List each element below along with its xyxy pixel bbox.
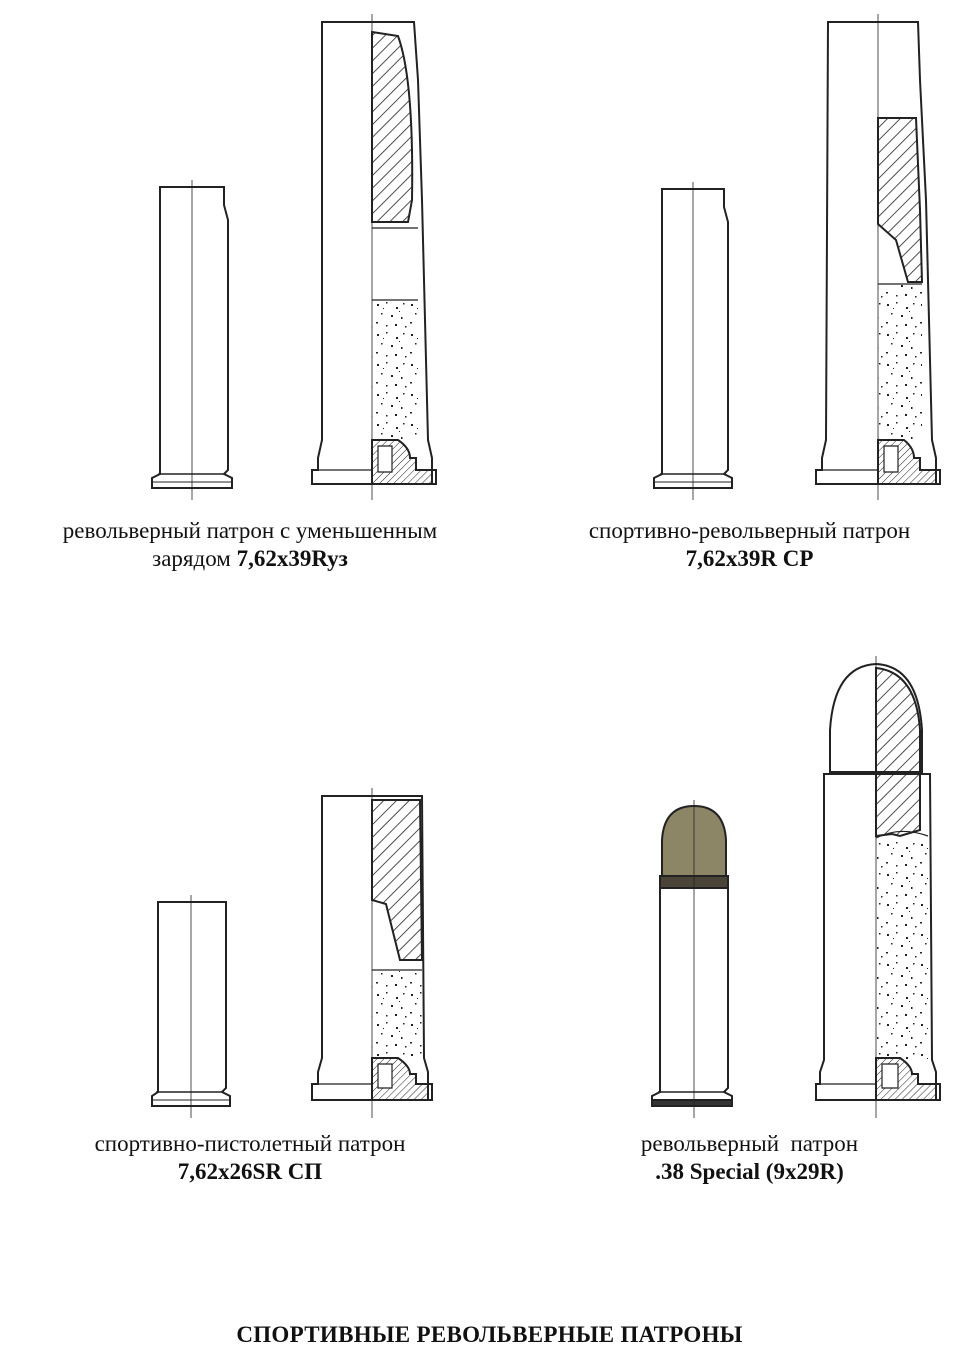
caption-code: 7,62x39Ryз [236, 546, 348, 571]
caption-line-1: спортивно-пистолетный патрон [94, 1131, 406, 1156]
cartridge-section-2 [815, 14, 941, 500]
cartridge-section-1 [311, 14, 437, 500]
figure-3-cartridges [151, 788, 433, 1118]
caption-figure-4: револьверный патрон .38 Special (9x29R) [520, 1130, 979, 1186]
caption-figure-2: спортивно-револьверный патрон 7,62x39R С… [520, 517, 979, 573]
cartridge-external-view-4 [651, 800, 733, 1118]
caption-figure-3: спортивно-пистолетный патрон 7,62x26SR С… [0, 1130, 500, 1186]
cartridge-section-4 [815, 656, 941, 1118]
caption-prefix: зарядом [152, 546, 237, 571]
cartridge-section-3 [311, 788, 433, 1118]
caption-line-1: револьверный патрон [640, 1131, 859, 1156]
caption-code: .38 Special (9x29R) [655, 1159, 844, 1184]
case-external-view-3 [151, 895, 231, 1118]
caption-code: 7,62x26SR СП [177, 1159, 323, 1184]
caption-line-1: спортивно-револьверный патрон [588, 518, 911, 543]
case-external-view-1 [151, 180, 233, 500]
caption-code: 7,62x39R СР [685, 546, 814, 571]
caption-line-1: револьверный патрон с уменьшенным [62, 518, 438, 543]
page-title: СПОРТИВНЫЕ РЕВОЛЬВЕРНЫЕ ПАТРОНЫ [236, 1322, 743, 1347]
caption-line-2: зарядом 7,62x39Ryз [0, 545, 500, 573]
caption-figure-1: револьверный патрон с уменьшенным зарядо… [0, 517, 500, 573]
figure-1-cartridges [151, 14, 437, 500]
figure-2-cartridges [653, 14, 941, 500]
figure-4-cartridges [651, 656, 941, 1118]
case-external-view-2 [653, 182, 733, 500]
